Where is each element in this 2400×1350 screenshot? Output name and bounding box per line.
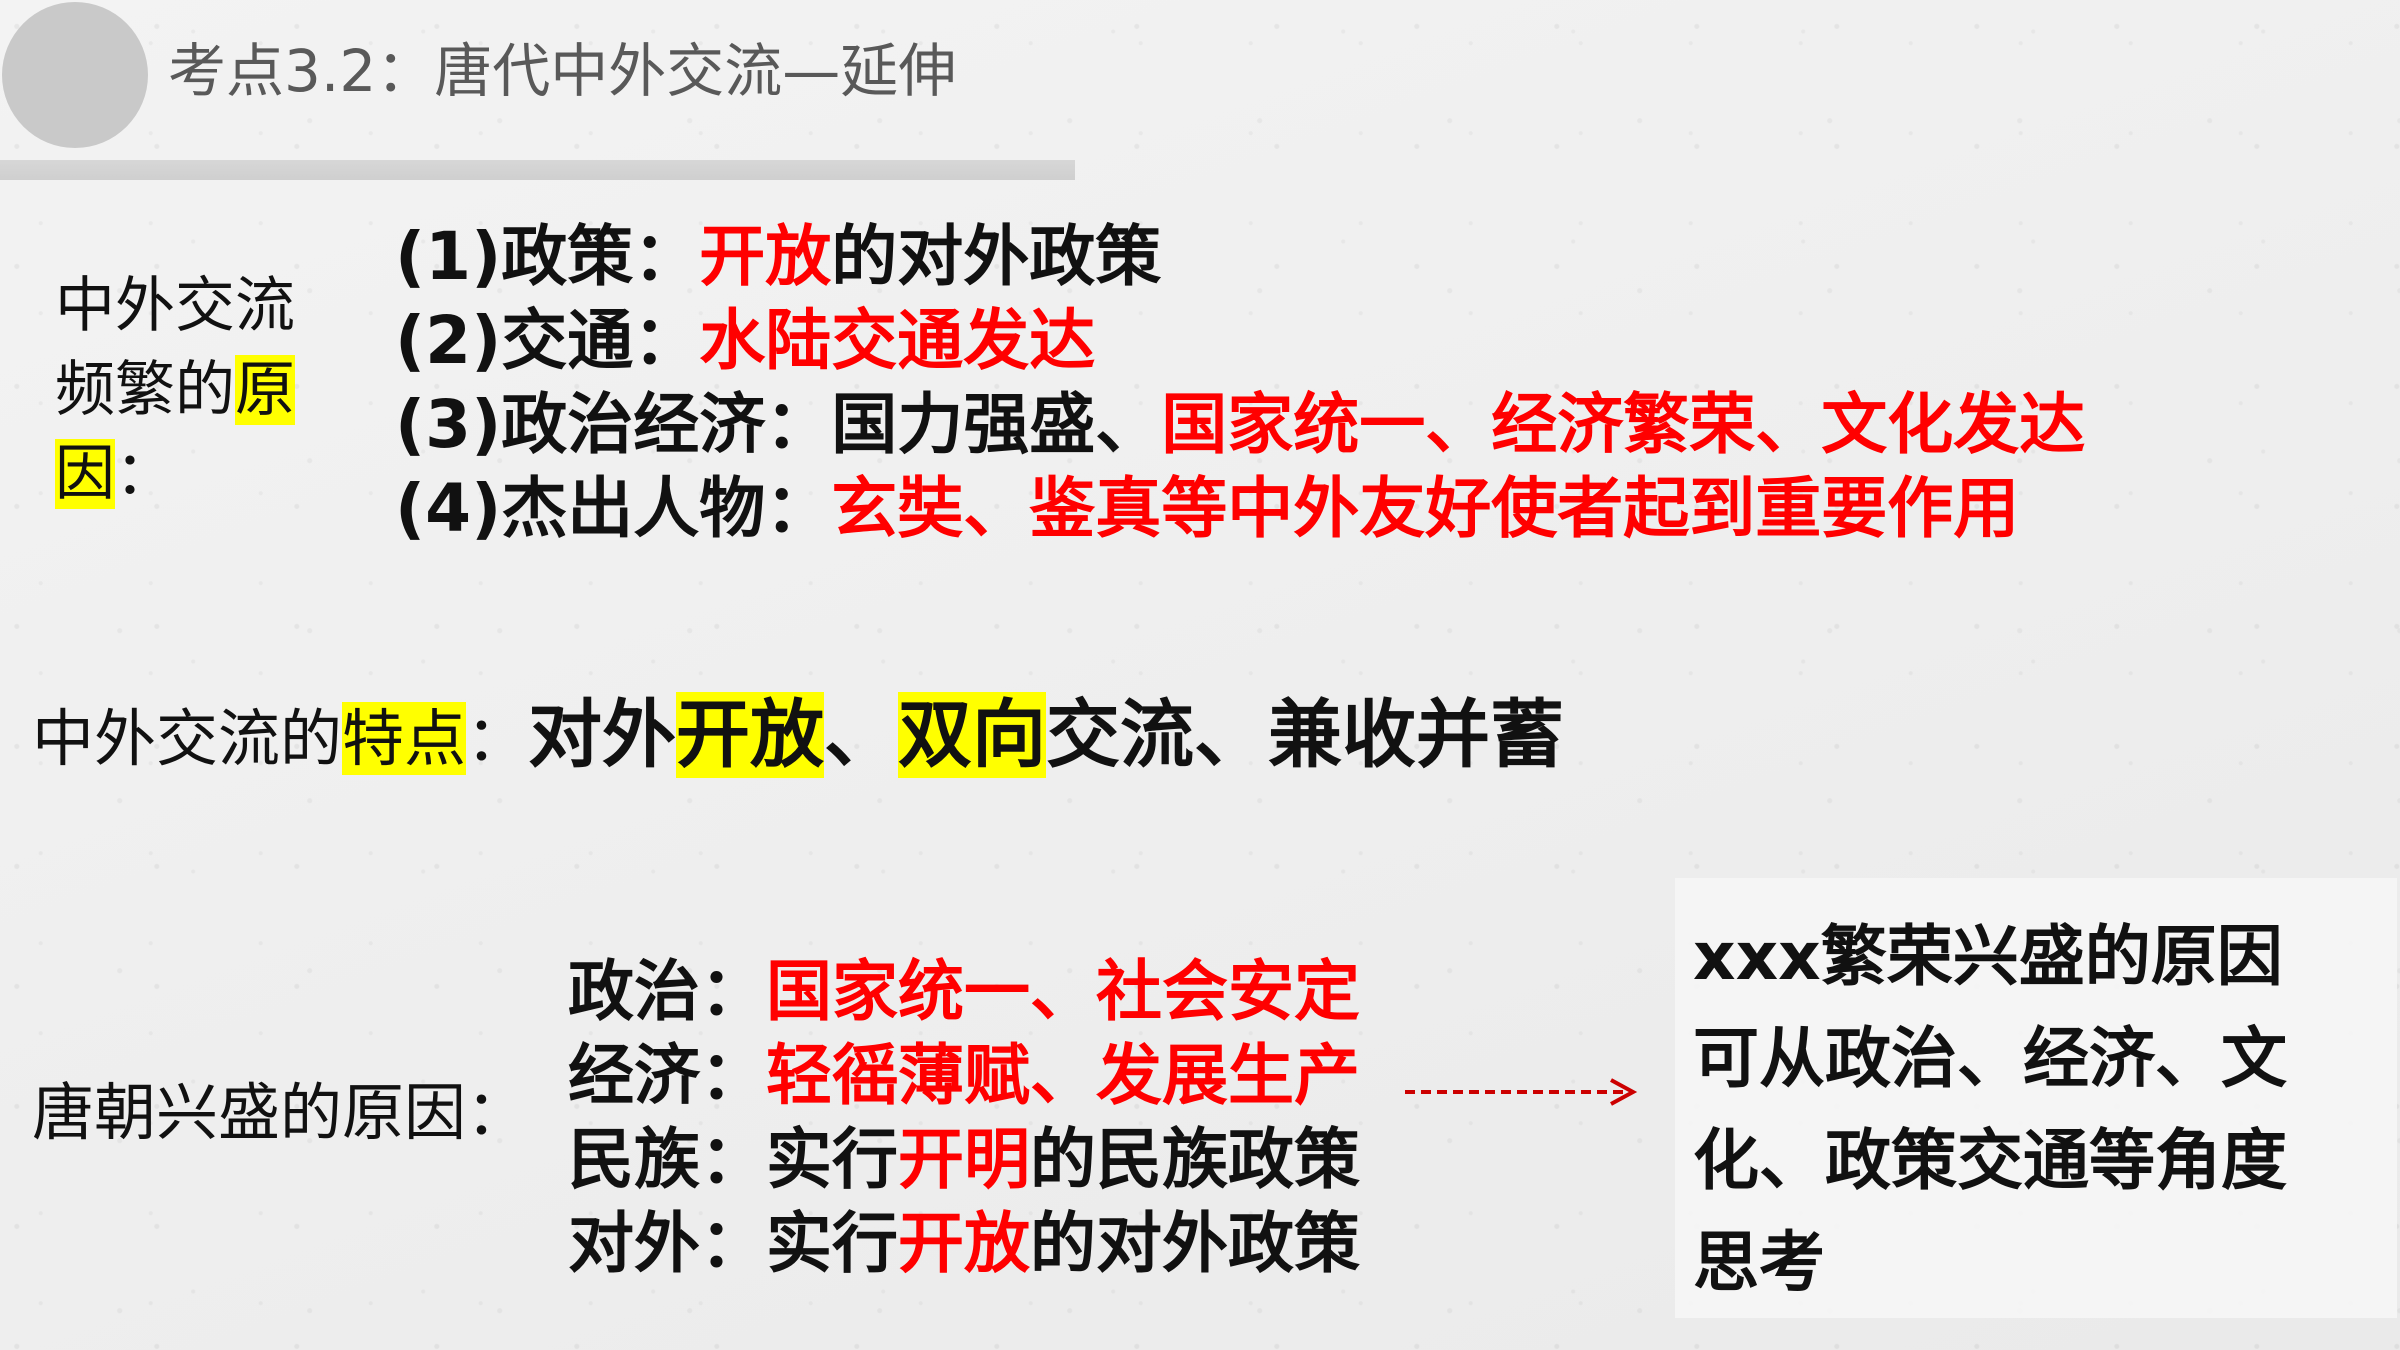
exchange-reason-politics-economy: (3)政治经济：国力强盛、国家统一、经济繁荣、文化发达 — [395, 383, 2085, 467]
reason-prefix: 对外：实行 — [568, 1205, 898, 1282]
reason-emphasis: 水陆交通发达 — [699, 302, 1096, 379]
reason-rest: 的对外政策 — [831, 218, 1162, 295]
characteristics-label-text: 中外交流的 — [32, 702, 343, 775]
tang-reason-politics: 政治：国家统一、社会安定 — [568, 950, 1360, 1034]
reason-prefix: (4)杰出人物： — [395, 470, 832, 547]
reason-emphasis: 国家统一、社会安定 — [766, 953, 1360, 1030]
reason-rest: 的民族政策 — [1030, 1121, 1360, 1198]
reason-emphasis: 开明 — [898, 1121, 1030, 1198]
reason-emphasis: 开放 — [699, 218, 832, 295]
reason-emphasis: 国家统一、经济繁荣、文化发达 — [1161, 386, 2086, 463]
characteristics-text-2: 、 — [824, 692, 899, 778]
exchange-reason-transport: (2)交通：水陆交通发达 — [395, 299, 2085, 383]
hint-line: 可从政治、经济、文 — [1693, 1020, 2287, 1097]
reason-emphasis: 开放 — [898, 1205, 1030, 1282]
tang-reasons-label: 唐朝兴盛的原因： — [32, 1076, 529, 1149]
reason-prefix: (2)交通： — [395, 302, 700, 379]
reason-prefix: 民族：实行 — [568, 1121, 898, 1198]
tang-reason-foreign: 对外：实行开放的对外政策 — [568, 1202, 1360, 1286]
exchange-reasons-label-colon: ： — [115, 439, 175, 509]
characteristics-text-3: 交流、兼收并蓄 — [1046, 692, 1565, 778]
characteristics-label-highlight: 特点 — [342, 702, 467, 775]
header-divider — [0, 160, 1075, 180]
characteristics-label-colon: ： — [466, 702, 529, 775]
characteristics-highlight-open: 开放 — [676, 692, 825, 778]
exchange-reasons-list: (1)政策：开放的对外政策 (2)交通：水陆交通发达 (3)政治经济：国力强盛、… — [395, 215, 2085, 551]
reason-prefix: 经济： — [568, 1037, 766, 1114]
tang-reason-economy: 经济：轻徭薄赋、发展生产 — [568, 1034, 1360, 1118]
characteristics-value: 对外开放、双向交流、兼收并蓄 — [528, 692, 1564, 778]
exchange-reasons-label-text: 中外交流频繁的 — [55, 271, 295, 425]
hint-line: xxx繁荣兴盛的原因 — [1693, 918, 2283, 995]
reason-prefix: (1)政策： — [395, 218, 700, 295]
reason-prefix: (3)政治经济：国力强盛、 — [395, 386, 1162, 463]
header-circle-decoration — [2, 2, 148, 148]
hint-box: xxx繁荣兴盛的原因 可从政治、经济、文 化、政策交通等角度 思考 — [1675, 878, 2397, 1318]
hint-line: 化、政策交通等角度 — [1693, 1122, 2287, 1199]
reason-prefix: 政治： — [568, 953, 766, 1030]
characteristics-highlight-twoway: 双向 — [898, 692, 1047, 778]
page-title: 考点3.2：唐代中外交流—延伸 — [168, 37, 957, 105]
reason-emphasis: 玄奘、鉴真等中外友好使者起到重要作用 — [831, 470, 2020, 547]
exchange-reason-figures: (4)杰出人物：玄奘、鉴真等中外友好使者起到重要作用 — [395, 467, 2085, 551]
reason-emphasis: 轻徭薄赋、发展生产 — [766, 1037, 1360, 1114]
characteristics-text-1: 对外 — [528, 692, 677, 778]
tang-reasons-list: 政治：国家统一、社会安定 经济：轻徭薄赋、发展生产 民族：实行开明的民族政策 对… — [568, 950, 1360, 1286]
exchange-reason-policy: (1)政策：开放的对外政策 — [395, 215, 2085, 299]
tang-reason-ethnic: 民族：实行开明的民族政策 — [568, 1118, 1360, 1202]
hint-line: 思考 — [1693, 1224, 1825, 1301]
dashed-arrow-icon — [1405, 1078, 1638, 1106]
characteristics-label: 中外交流的特点： — [32, 702, 528, 775]
characteristics-line: 中外交流的特点：对外开放、双向交流、兼收并蓄 — [32, 685, 1564, 805]
exchange-reasons-label: 中外交流频繁的原因： — [55, 264, 345, 516]
reason-rest: 的对外政策 — [1030, 1205, 1360, 1282]
